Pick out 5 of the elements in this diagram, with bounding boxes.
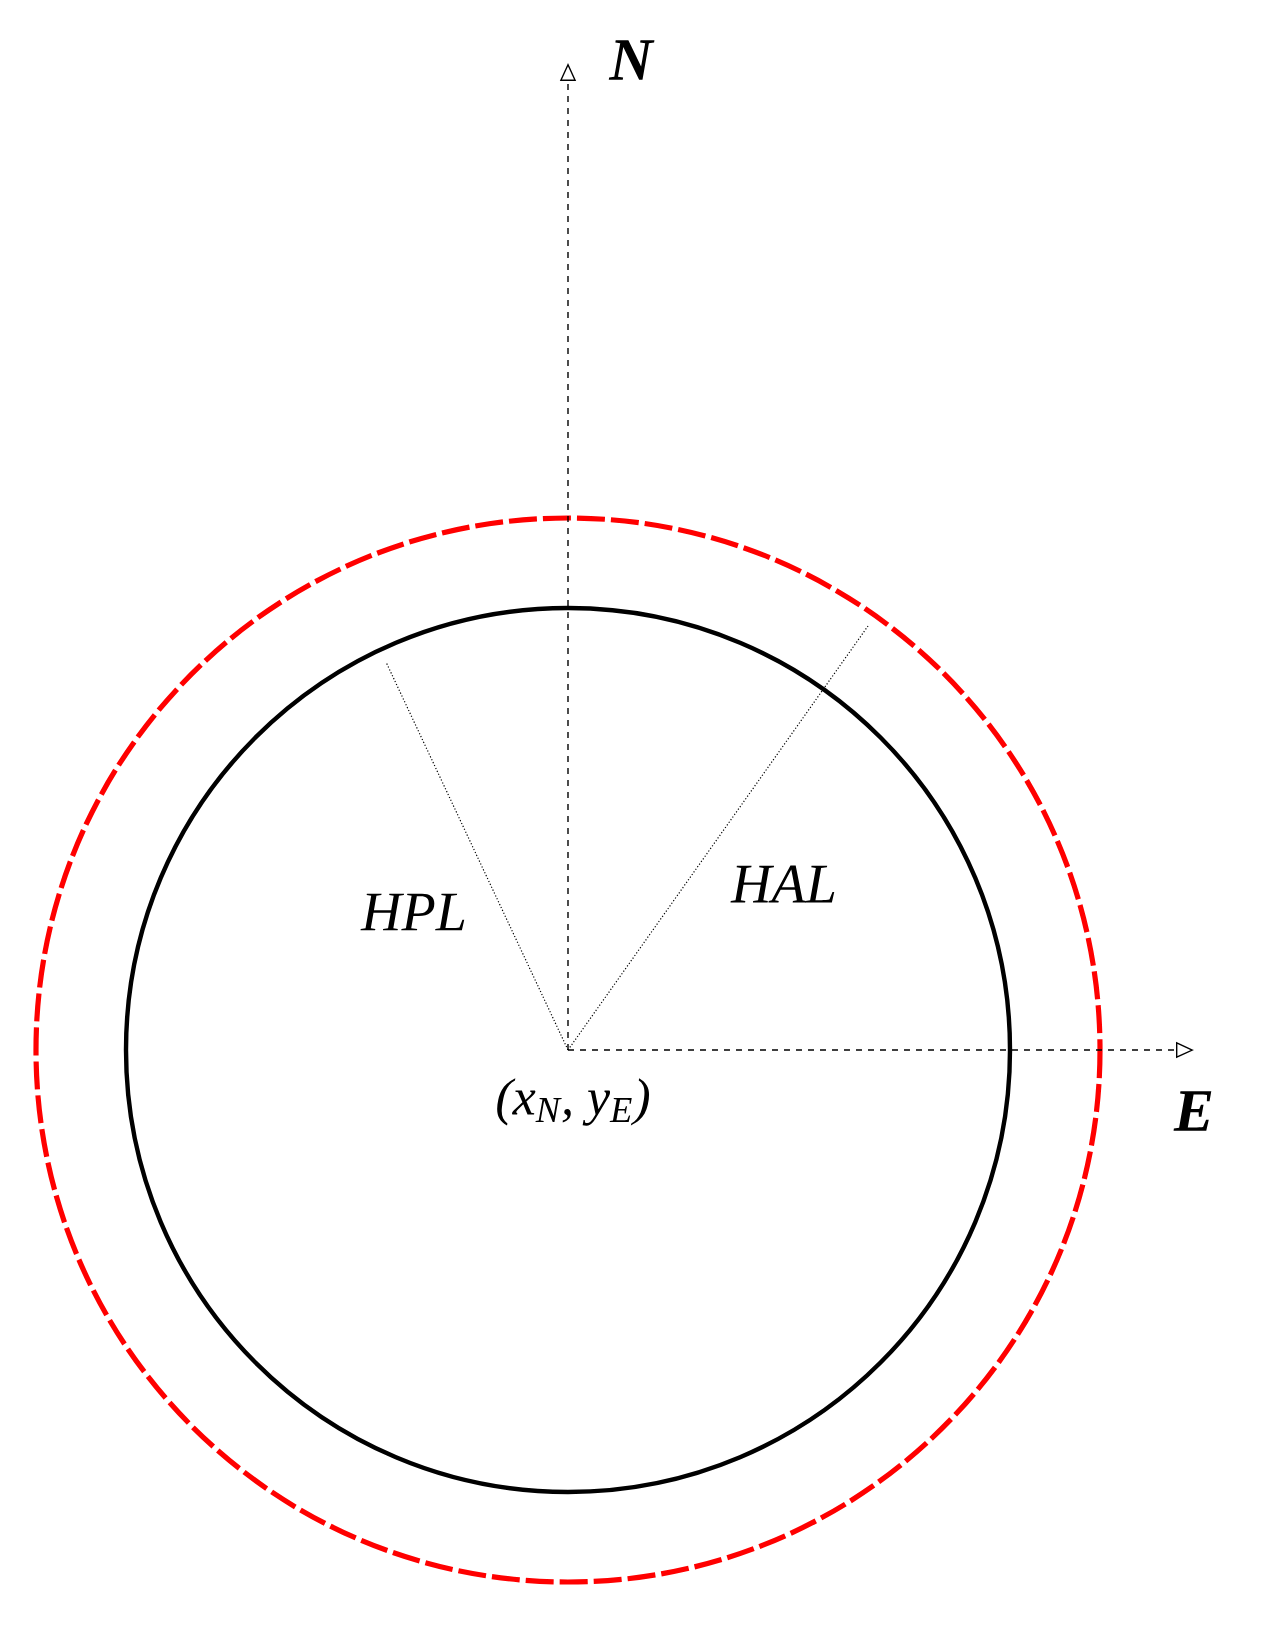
axis-label: N (608, 40, 655, 80)
point-label: (x$_{N}$, y$_{E}$) (497, 1078, 650, 1126)
axis-label: E (1173, 1091, 1212, 1131)
radius-label: HAL (730, 865, 835, 903)
radius-label: HPL (360, 893, 465, 931)
